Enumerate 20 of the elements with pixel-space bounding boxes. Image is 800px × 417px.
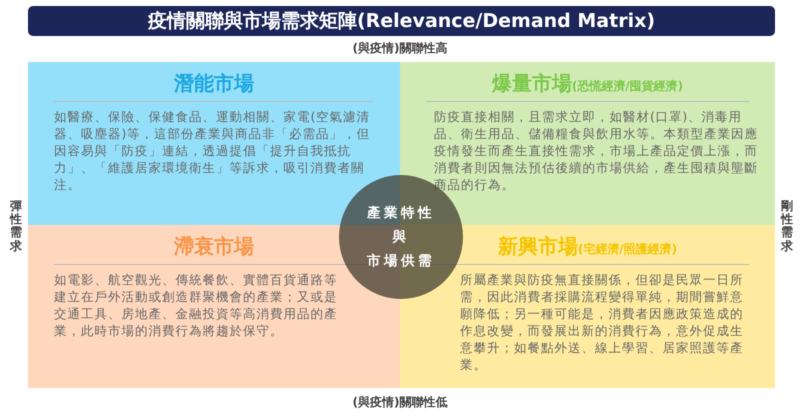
quadrant-heading: 潛能市場	[174, 71, 254, 95]
quadrant-panel	[28, 62, 400, 225]
axis-label-vertical: 彈性需求	[10, 200, 22, 253]
axis-label: (與疫情)關聯性低	[352, 394, 448, 411]
circle-text: 與	[392, 228, 410, 247]
quadrant-heading: 新興市場	[498, 234, 578, 258]
quadrant-description: 所屬產業與防疫無直接關係，但卻是民眾一日所需，因此消費者採購流程變得單純，期間嘗鮮意願降低；另一種可能是，消費者因應政策造成的作息改變，而發展出新的消費行為，意外促成生意攀升；如餐點外送、線上學習、居家照護等產業。	[460, 271, 744, 373]
circle-text: 市場供需	[367, 252, 435, 271]
quadrant-subheading: (宅經濟/照護經濟)	[578, 242, 678, 256]
title-banner: 疫情關聯與市場需求矩陣(Relevance/Demand Matrix)	[28, 6, 775, 36]
quadrant-heading: 滯衰市場	[174, 234, 254, 258]
axis-label-vertical: 剛性需求	[781, 200, 793, 253]
quadrant-description: 如醫療、保險、保健食品、運動相關、家電(空氣濾清器、吸塵器)等，這部份產業與商品非「必需品」，但因容易與「防疫」連結，透過提倡「提升自我抵抗力」、「維護居家環境衛生」等訴求，吸引消費者關注。	[54, 108, 371, 193]
axis-label: (與疫情)關聯性高	[352, 40, 448, 57]
quadrant-heading: 爆量市場	[492, 71, 572, 95]
quadrant-panel	[400, 62, 775, 225]
quadrant-description: 防疫直接相關，且需求立即，如醫材(口罩)、消毒用品、衛生用品、儲備糧食與飲用水等。本類型產業因應疫情發生而產生直接性需求，市場上產品定價上漲，而消費者則因無法預估後續的市場供給，產生囤積與壟斷商品的行為。	[434, 108, 758, 193]
circle-text: 產業特性	[367, 204, 435, 223]
quadrant-subheading: (恐慌經濟/囤貨經濟)	[572, 79, 684, 93]
quadrant-description: 如電影、航空觀光、傳統餐飲、實體百貨通路等建立在戶外活動或創造群聚機會的產業；又或是交通工具、房地產、金融投資等高消費用品的產業，此時市場的消費行為將趨於保守。	[54, 271, 338, 339]
